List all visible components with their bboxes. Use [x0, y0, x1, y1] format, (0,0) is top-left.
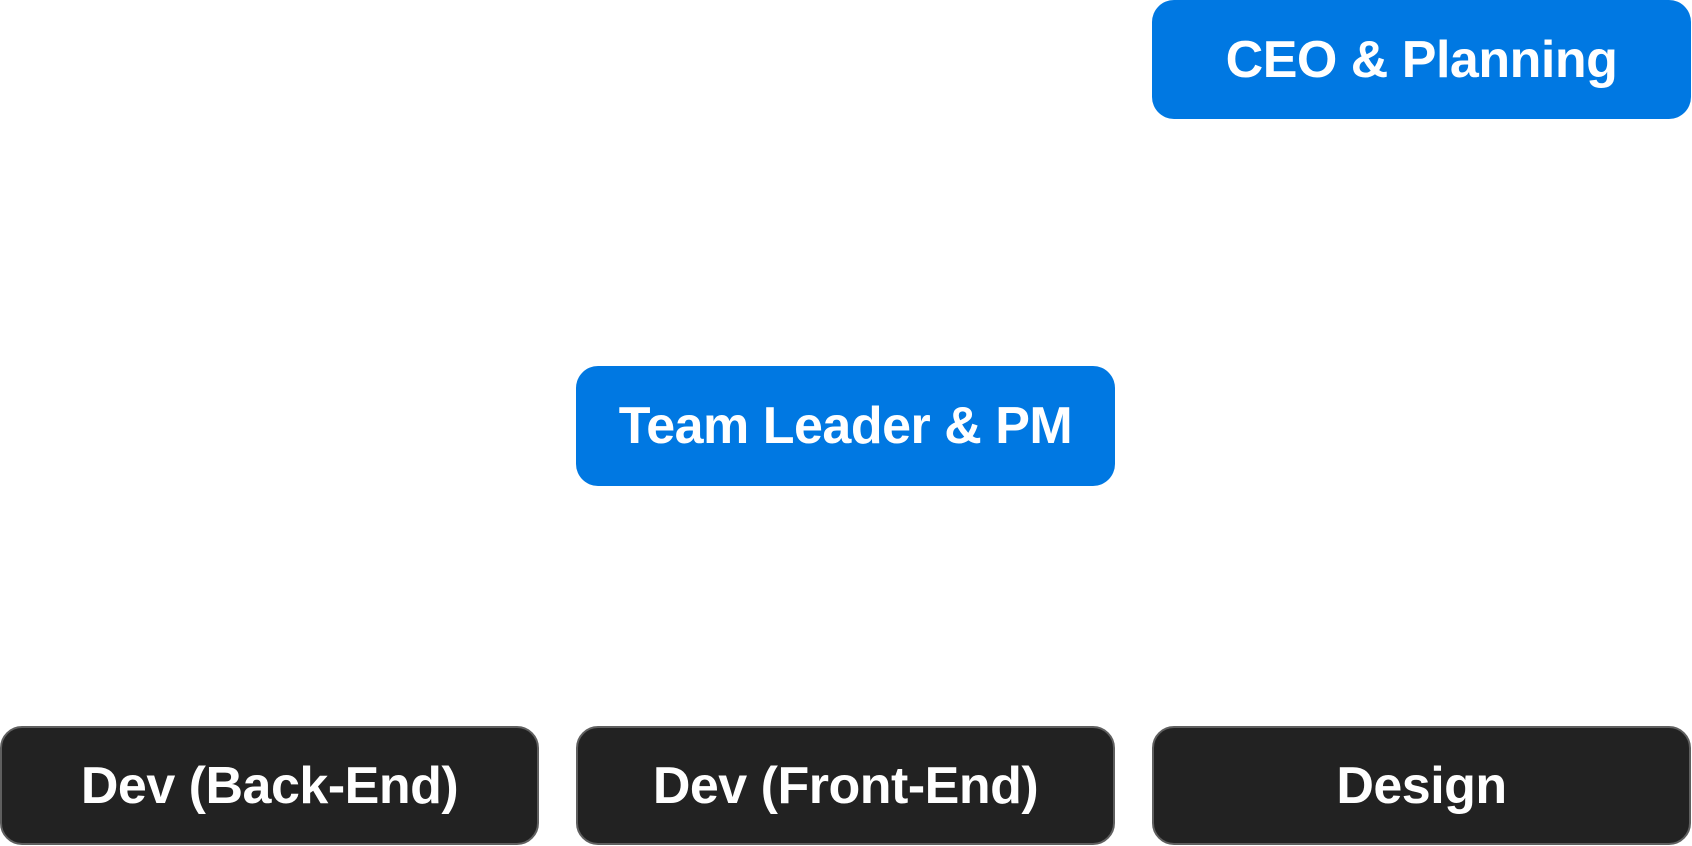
- node-dev-frontend-label: Dev (Front-End): [652, 756, 1039, 815]
- node-design-label: Design: [1336, 756, 1507, 815]
- node-team-leader-pm: Team Leader & PM: [576, 366, 1115, 486]
- node-dev-backend: Dev (Back-End): [0, 726, 539, 845]
- node-team-leader-pm-label: Team Leader & PM: [618, 397, 1073, 455]
- node-design: Design: [1152, 726, 1691, 845]
- node-dev-backend-label: Dev (Back-End): [80, 756, 459, 815]
- node-ceo-planning-label: CEO & Planning: [1225, 30, 1618, 89]
- node-ceo-planning: CEO & Planning: [1152, 0, 1691, 119]
- node-dev-frontend: Dev (Front-End): [576, 726, 1115, 845]
